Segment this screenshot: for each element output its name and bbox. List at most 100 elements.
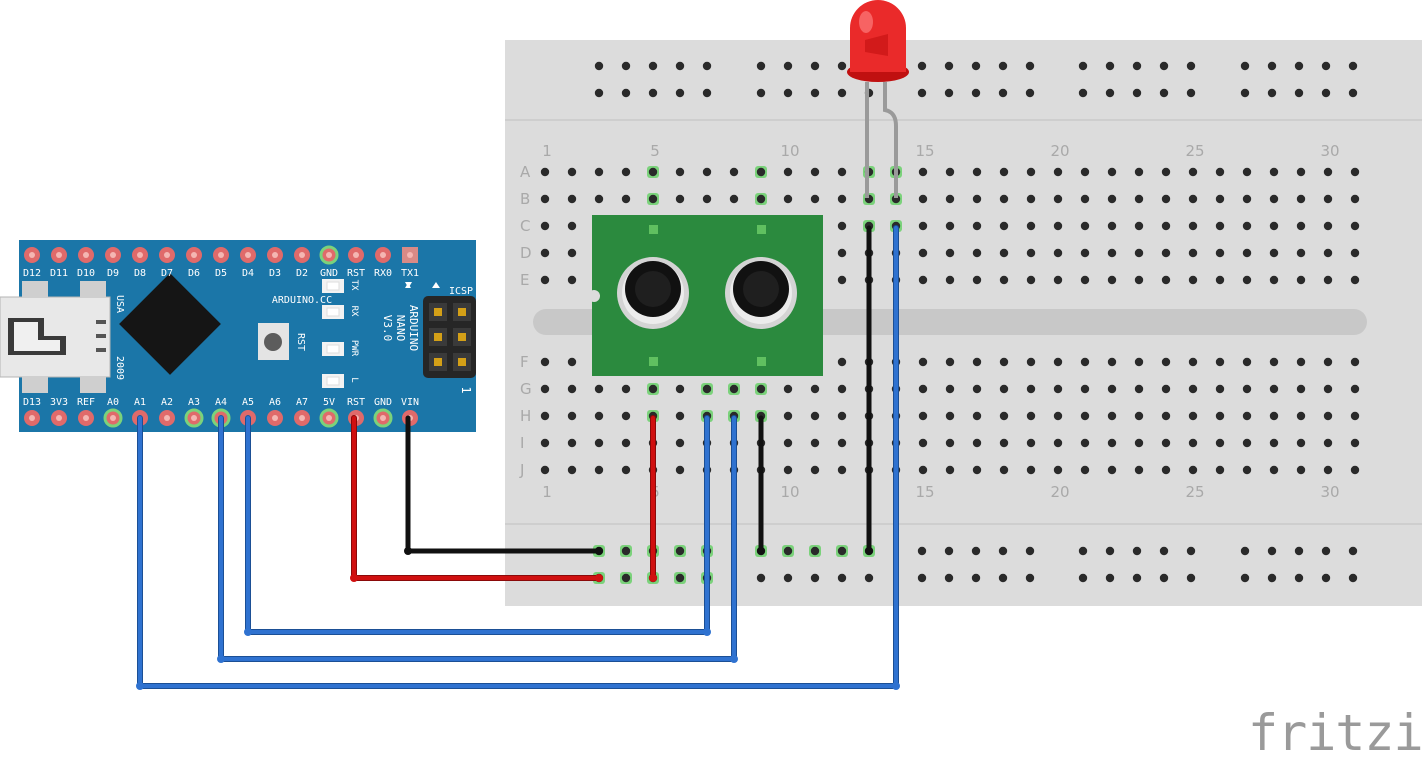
breadboard-hole[interactable]: [675, 465, 685, 475]
breadboard-hole[interactable]: [1107, 167, 1117, 177]
breadboard-hole[interactable]: [675, 167, 685, 177]
rail-hole[interactable]: [971, 61, 981, 71]
breadboard-hole[interactable]: [918, 411, 928, 421]
wire-blue-a3-echo[interactable]: [219, 416, 736, 661]
breadboard-hole[interactable]: [1053, 275, 1063, 285]
breadboard-hole[interactable]: [1026, 411, 1036, 421]
rail-hole[interactable]: [1294, 61, 1304, 71]
breadboard-hole[interactable]: [1080, 221, 1090, 231]
breadboard-hole[interactable]: [1107, 384, 1117, 394]
breadboard-hole[interactable]: [621, 194, 631, 204]
rail-hole[interactable]: [783, 573, 793, 583]
rail-hole[interactable]: [1159, 573, 1169, 583]
breadboard-hole[interactable]: [918, 384, 928, 394]
breadboard-hole[interactable]: [1323, 357, 1333, 367]
breadboard-hole[interactable]: [1296, 438, 1306, 448]
rail-hole[interactable]: [1294, 546, 1304, 556]
icsp-pin[interactable]: [434, 358, 442, 366]
breadboard-hole[interactable]: [1080, 411, 1090, 421]
rail-hole[interactable]: [998, 546, 1008, 556]
breadboard-hole[interactable]: [1323, 167, 1333, 177]
rail-hole[interactable]: [783, 61, 793, 71]
breadboard-hole[interactable]: [972, 275, 982, 285]
breadboard-hole[interactable]: [729, 384, 739, 394]
breadboard-hole[interactable]: [567, 438, 577, 448]
breadboard-hole[interactable]: [1350, 248, 1360, 258]
breadboard-hole[interactable]: [972, 167, 982, 177]
wire-blue-a4-trig[interactable]: [246, 416, 709, 634]
breadboard-hole[interactable]: [1053, 465, 1063, 475]
breadboard-hole[interactable]: [1215, 411, 1225, 421]
icsp-pin[interactable]: [434, 308, 442, 316]
breadboard-hole[interactable]: [1350, 167, 1360, 177]
rail-hole[interactable]: [675, 573, 685, 583]
rail-hole[interactable]: [944, 546, 954, 556]
rail-hole[interactable]: [1267, 546, 1277, 556]
rail-hole[interactable]: [1348, 61, 1358, 71]
breadboard-hole[interactable]: [1323, 275, 1333, 285]
breadboard-hole[interactable]: [1350, 194, 1360, 204]
breadboard-hole[interactable]: [783, 384, 793, 394]
breadboard-hole[interactable]: [567, 384, 577, 394]
breadboard-hole[interactable]: [756, 384, 766, 394]
breadboard-hole[interactable]: [1269, 411, 1279, 421]
rail-hole[interactable]: [1240, 88, 1250, 98]
breadboard-hole[interactable]: [783, 438, 793, 448]
wire-endpoint[interactable]: [350, 574, 358, 582]
breadboard-hole[interactable]: [540, 275, 550, 285]
rail-hole[interactable]: [1294, 88, 1304, 98]
reset-button[interactable]: [258, 323, 289, 360]
breadboard-hole[interactable]: [1161, 167, 1171, 177]
rail-hole[interactable]: [756, 61, 766, 71]
breadboard-hole[interactable]: [1134, 384, 1144, 394]
breadboard-hole[interactable]: [594, 194, 604, 204]
breadboard-hole[interactable]: [1350, 411, 1360, 421]
rail-hole[interactable]: [1240, 61, 1250, 71]
breadboard-hole[interactable]: [918, 357, 928, 367]
breadboard-hole[interactable]: [540, 411, 550, 421]
breadboard-hole[interactable]: [1323, 411, 1333, 421]
breadboard-hole[interactable]: [918, 221, 928, 231]
breadboard-hole[interactable]: [945, 194, 955, 204]
breadboard-hole[interactable]: [702, 194, 712, 204]
breadboard-hole[interactable]: [1269, 275, 1279, 285]
breadboard-hole[interactable]: [783, 465, 793, 475]
breadboard-hole[interactable]: [837, 167, 847, 177]
breadboard-hole[interactable]: [1134, 248, 1144, 258]
breadboard-hole[interactable]: [1296, 465, 1306, 475]
breadboard-hole[interactable]: [621, 167, 631, 177]
breadboard-hole[interactable]: [1107, 221, 1117, 231]
icsp-pin[interactable]: [458, 308, 466, 316]
icsp-pin[interactable]: [434, 333, 442, 341]
breadboard-hole[interactable]: [1080, 194, 1090, 204]
breadboard-hole[interactable]: [1242, 465, 1252, 475]
breadboard-hole[interactable]: [837, 438, 847, 448]
breadboard-hole[interactable]: [1026, 167, 1036, 177]
breadboard-hole[interactable]: [1188, 248, 1198, 258]
rail-hole[interactable]: [944, 88, 954, 98]
breadboard-hole[interactable]: [1188, 411, 1198, 421]
breadboard-hole[interactable]: [1134, 167, 1144, 177]
breadboard-hole[interactable]: [1080, 438, 1090, 448]
breadboard-hole[interactable]: [1080, 167, 1090, 177]
breadboard-hole[interactable]: [972, 221, 982, 231]
breadboard-hole[interactable]: [1296, 221, 1306, 231]
breadboard-hole[interactable]: [675, 438, 685, 448]
breadboard-hole[interactable]: [1350, 357, 1360, 367]
breadboard-hole[interactable]: [1134, 194, 1144, 204]
rail-hole[interactable]: [1321, 88, 1331, 98]
breadboard-hole[interactable]: [1188, 167, 1198, 177]
breadboard-hole[interactable]: [1350, 221, 1360, 231]
breadboard-hole[interactable]: [972, 357, 982, 367]
rail-hole[interactable]: [594, 61, 604, 71]
rail-hole[interactable]: [971, 546, 981, 556]
breadboard-hole[interactable]: [1134, 438, 1144, 448]
rail-hole[interactable]: [917, 546, 927, 556]
breadboard-hole[interactable]: [837, 411, 847, 421]
breadboard-hole[interactable]: [621, 384, 631, 394]
breadboard-hole[interactable]: [1161, 248, 1171, 258]
rail-hole[interactable]: [1186, 61, 1196, 71]
rail-hole[interactable]: [1267, 88, 1277, 98]
breadboard-hole[interactable]: [999, 167, 1009, 177]
breadboard-hole[interactable]: [810, 465, 820, 475]
